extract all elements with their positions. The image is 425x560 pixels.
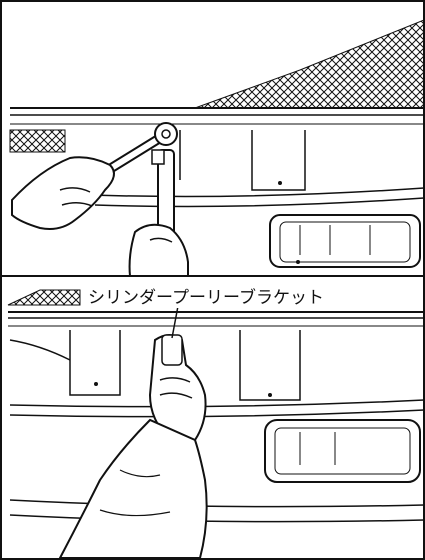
cylinder-pulley-bracket — [239, 330, 301, 401]
callout-label-cylinder-pulley-bracket: シリンダープーリーブラケット — [86, 288, 326, 308]
tail-light-bottom — [264, 419, 421, 483]
tail-light-top — [269, 214, 421, 268]
top-panel — [9, 19, 425, 277]
bottom-panel — [7, 289, 425, 559]
callout-leader-line — [171, 305, 179, 339]
sleeve-arm — [58, 418, 208, 559]
bracket-right — [251, 130, 306, 191]
grille-mesh-bottom — [7, 289, 81, 306]
left-hand-top — [11, 156, 115, 230]
right-hand-top — [128, 223, 189, 277]
grille-mesh-top — [194, 19, 425, 109]
